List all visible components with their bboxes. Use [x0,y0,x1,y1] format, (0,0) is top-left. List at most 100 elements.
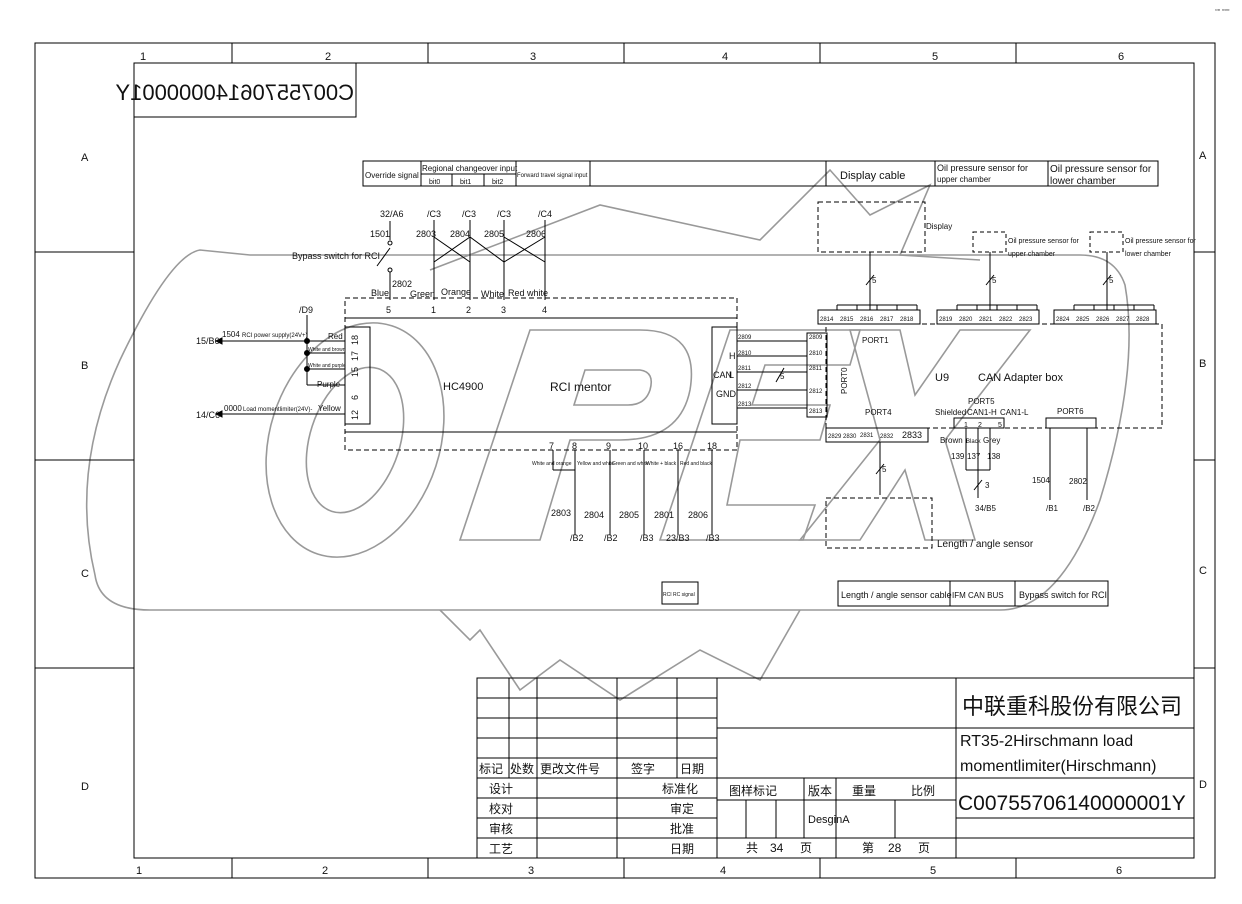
row-label-left-a: A [81,152,89,164]
top-wire-2805: 2805 [484,229,504,239]
shielded-label: Shielded [935,408,966,417]
port6-wire-1504: 1504 [1032,476,1050,485]
port0-label: PORT0 [840,367,849,394]
role-approve: 批准 [670,821,694,836]
bottom-ref-b2-1: /B2 [570,533,584,543]
top-wires: 32/A6 /C3 /C3 /C3 /C4 1501 2803 2804 280… [292,209,552,315]
corner-mark: ▫▫ ▫▫▫ [1215,7,1229,14]
version-value: DesginA [808,814,850,826]
port5-bundle-3: 3 [985,481,990,490]
label-yellow: Yellow [318,404,341,413]
color-white-orange: White and orange [532,461,572,467]
can-wire-2809: 2809 [738,335,752,341]
col-label-bottom-3: 3 [528,865,534,877]
rev-header-sign: 签字 [631,761,655,776]
role-date: 日期 [670,842,694,856]
p1-wire-2816: 2816 [860,317,874,323]
can-adapter-box-label: CAN Adapter box [978,372,1063,384]
role-proofread: 校对 [489,801,513,816]
top-wire-2803: 2803 [416,229,436,239]
regional-label: Regional changeover input [422,164,518,173]
label-white-purple: White and purple [308,363,346,369]
top-pin-5: 5 [386,305,391,315]
ref-b2: /B2 [1083,504,1096,513]
oil-low-line2: lower chamber [1125,251,1172,258]
cable-legend-bar: Length / angle sensor cable IFM CAN BUS … [837,580,1109,607]
bottom-pin-16: 16 [673,441,683,451]
page-label: 第 [862,841,874,855]
p2-wire-2819: 2819 [939,317,953,323]
port6-wire-2802: 2802 [1069,477,1087,486]
role-standard: 标准化 [662,782,698,796]
ifm-can-bus-label: IFM CAN BUS [952,591,1004,600]
col-label-top-4: 4 [722,51,728,63]
bottom-ref-23-b3: 23/B3 [666,533,690,543]
top-pin-4: 4 [542,305,547,315]
bottom-ref-b3-1: /B3 [640,533,654,543]
oil-up-line1: Oil pressure sensor for [1008,238,1079,245]
col-label-top-1: 1 [140,51,146,63]
port0-wire-2809: 2809 [809,335,823,341]
u9-label: U9 [935,372,949,384]
col-label-top-2: 2 [325,51,331,63]
row-label-right-a: A [1199,150,1207,162]
wire-brown: Brown [940,436,963,445]
p1-wire-2818: 2818 [900,317,914,323]
oil-low-bundle-5: 5 [1109,276,1114,285]
bottom-pin-18: 18 [707,441,717,451]
rci-rc-signal-label: RCI RC signal [663,592,695,598]
top-ref-1: 32/A6 [380,209,404,219]
p4-wire-2833: 2833 [902,430,922,440]
wire-grey: Grey [983,436,1000,445]
can-wire-2810: 2810 [738,351,752,357]
bottom-wire-2806: 2806 [688,510,708,520]
p1-wire-2814: 2814 [820,317,834,323]
bottom-wire-2805: 2805 [619,510,639,520]
rev-header-date: 日期 [680,762,704,776]
rev-header-mark: 标记 [479,762,503,776]
wire-color-orange: Orange [441,287,471,297]
top-pin-2: 2 [466,305,471,315]
left-power-wires: /D9 15/B6 1504 RCI power supply(24V+) 14… [196,305,360,420]
col-label-top-5: 5 [932,51,938,63]
port5-pin-5: 5 [998,422,1002,429]
top-wire-2804: 2804 [450,229,470,239]
can1-h-label: CAN1-H [967,408,997,417]
p3-wire-2826: 2826 [1096,317,1110,323]
can-adapter-section: Display Oil pressure sensor for upper ch… [817,201,1196,550]
p4-wire-2829: 2829 [828,434,842,440]
port4-label: PORT4 [865,408,892,417]
can-h-label: H [729,351,736,361]
row-label-right-d: D [1199,779,1207,791]
bottom-ref-b3-2: /B3 [706,533,720,543]
p3-wire-2824: 2824 [1056,317,1070,323]
label-white-brown: White and brown [308,347,346,353]
total-pages-unit: 页 [800,841,812,855]
drawing-doc-number: C00755706140000001Y [958,792,1186,815]
page-unit: 页 [918,841,930,855]
bit2-label: bit2 [492,179,503,186]
length-bundle-5: 5 [882,465,887,474]
can-l-label: L [729,370,734,380]
top-ref-3: /C3 [462,209,476,219]
total-pages-value: 34 [770,841,784,855]
rev-header-change-doc: 更改文件号 [540,761,600,776]
role-review: 审核 [489,821,513,836]
sheet-header-mark: 图样标记 [729,783,777,798]
p2-wire-2821: 2821 [979,317,993,323]
top-wire-2806: 2806 [526,229,546,239]
ref-14-c6: 14/C6 [196,410,220,420]
sheet-header-scale: 比例 [911,784,935,798]
bottom-wire-2804: 2804 [584,510,604,520]
oil-upper-line2: upper chamber [937,175,991,184]
p1-wire-2815: 2815 [840,317,854,323]
drawing-title-line2: momentlimiter(Hirschmann) [960,758,1156,775]
color-red-black: Red and black [680,461,712,467]
p3-wire-2828: 2828 [1136,317,1150,323]
p2-wire-2822: 2822 [999,317,1013,323]
wire-color-blue: Blue [371,288,389,298]
color-white-black: White + black [646,461,677,467]
row-label-left-d: D [81,781,89,793]
can-label: CAN [713,370,732,380]
